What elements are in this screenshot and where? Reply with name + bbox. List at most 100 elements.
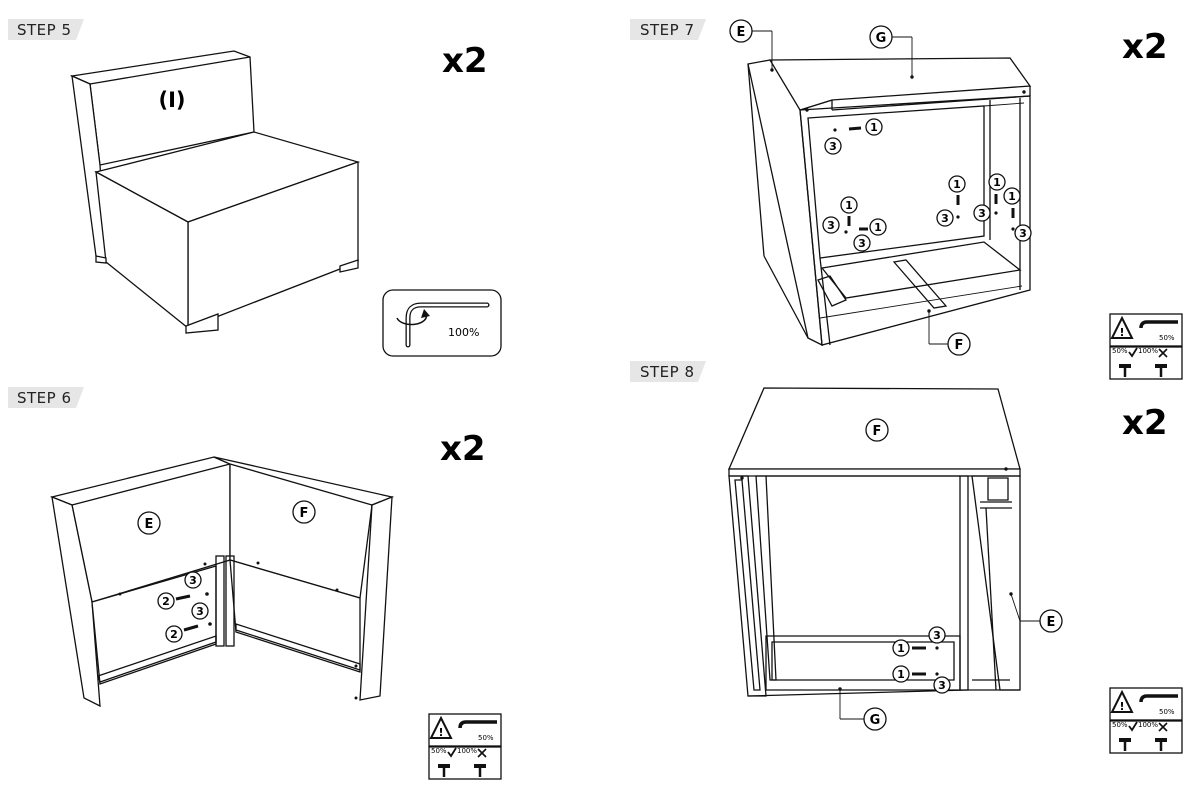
callout-1: 1 xyxy=(892,639,910,657)
callout-1: 1 xyxy=(1003,187,1021,205)
step-8-panel: STEP 8 x2 xyxy=(630,361,1183,754)
svg-text:50%: 50% xyxy=(431,747,447,755)
svg-text:1: 1 xyxy=(1008,190,1016,203)
callout-1: 1 xyxy=(988,173,1006,191)
step-5-label: STEP 5 xyxy=(17,21,72,39)
callout-3: 3 xyxy=(936,209,954,227)
svg-text:2: 2 xyxy=(170,628,178,641)
warning-icon xyxy=(1110,689,1134,713)
step-7-label: STEP 7 xyxy=(640,21,695,39)
svg-text:3: 3 xyxy=(827,219,835,232)
svg-text:3: 3 xyxy=(1019,227,1027,240)
bolt-icon xyxy=(1119,738,1167,751)
part-circle-g: G xyxy=(869,25,893,49)
bolt-icon xyxy=(1119,364,1167,377)
check-icon xyxy=(1128,347,1138,358)
svg-text:3: 3 xyxy=(941,212,949,225)
step-5-multiplier: x2 xyxy=(442,41,488,81)
callout-3: 3 xyxy=(928,626,946,644)
exclamation-icon: ! xyxy=(438,726,443,739)
svg-text:3: 3 xyxy=(189,574,197,587)
screw-icon xyxy=(175,592,212,632)
check-icon xyxy=(447,747,457,758)
svg-text:50%: 50% xyxy=(1112,721,1128,729)
part-f-label: F xyxy=(873,424,882,439)
callout-2: 2 xyxy=(165,625,183,643)
svg-text:1: 1 xyxy=(845,199,853,212)
allen-key-tool-box: 100% xyxy=(382,289,502,357)
part-e-label: E xyxy=(1047,615,1056,630)
step-7-panel: STEP 7 x2 xyxy=(630,19,1183,380)
callout-3: 3 xyxy=(973,204,991,222)
part-f-label: F xyxy=(955,338,964,353)
callout-3: 3 xyxy=(933,676,951,694)
svg-text:1: 1 xyxy=(953,178,961,191)
svg-text:3: 3 xyxy=(196,605,204,618)
warning-icon xyxy=(429,715,453,739)
svg-text:100%: 100% xyxy=(1138,721,1158,729)
part-circle-g: G xyxy=(863,707,887,731)
svg-text:1: 1 xyxy=(897,642,905,655)
cross-icon xyxy=(477,748,487,758)
exclamation-icon: ! xyxy=(1119,326,1124,339)
part-circle-e: E xyxy=(729,19,753,43)
callout-3: 3 xyxy=(1014,224,1032,242)
callout-3: 3 xyxy=(822,216,840,234)
step-label-tab xyxy=(630,361,706,382)
step-label-tab xyxy=(630,19,706,40)
svg-text:1: 1 xyxy=(874,221,882,234)
callout-2: 2 xyxy=(157,592,175,610)
part-circle-e: E xyxy=(1039,609,1063,633)
step-5-panel: STEP 5 x2 (I) xyxy=(8,19,502,357)
callout-1: 1 xyxy=(840,196,858,214)
step-6-panel: STEP 6 x2 E xyxy=(8,387,502,780)
wrench-icon xyxy=(458,720,497,729)
screw-callouts: 3 2 3 2 xyxy=(157,571,212,643)
step-7-multiplier: x2 xyxy=(1122,27,1168,67)
part-f-label: F xyxy=(300,506,309,521)
torque-warning-box: ! 50% 50% 100% xyxy=(1109,313,1183,380)
svg-text:100%: 100% xyxy=(1138,347,1158,355)
screw-icon xyxy=(833,126,1015,234)
bar-frame-back-view-drawing xyxy=(747,57,1032,347)
torque-warning-box: ! 50% 50% 100% xyxy=(1109,687,1183,754)
svg-text:3: 3 xyxy=(933,629,941,642)
svg-text:50%: 50% xyxy=(1159,708,1175,716)
step-8-label: STEP 8 xyxy=(640,363,695,381)
callout-1: 1 xyxy=(948,175,966,193)
svg-text:3: 3 xyxy=(829,140,837,153)
callout-3: 3 xyxy=(853,234,871,252)
cross-icon xyxy=(1158,348,1168,358)
part-circle-f: F xyxy=(292,500,316,524)
tool-percent-label: 100% xyxy=(448,326,479,339)
screw-icon xyxy=(912,646,939,676)
wrench-icon xyxy=(1139,694,1178,703)
part-e-label: E xyxy=(737,25,746,40)
allen-key-icon xyxy=(396,302,490,348)
svg-text:1: 1 xyxy=(870,121,878,134)
part-circle-e: E xyxy=(137,511,161,535)
svg-text:1: 1 xyxy=(993,176,1001,189)
step-8-multiplier: x2 xyxy=(1122,403,1168,443)
callout-3: 3 xyxy=(184,571,202,589)
part-g-label: G xyxy=(876,31,887,46)
wrench-icon xyxy=(1139,320,1178,329)
step-label-tab xyxy=(8,387,84,408)
cross-icon xyxy=(1158,722,1168,732)
svg-text:50%: 50% xyxy=(1159,334,1175,342)
part-circle-f: F xyxy=(947,332,971,356)
callout-1: 1 xyxy=(892,665,910,683)
step-6-label: STEP 6 xyxy=(17,389,72,407)
exclamation-icon: ! xyxy=(1119,700,1124,713)
svg-text:100%: 100% xyxy=(457,747,477,755)
step-6-multiplier: x2 xyxy=(440,429,486,469)
callout-3: 3 xyxy=(824,137,842,155)
callout-1: 1 xyxy=(865,118,883,136)
part-label-i: (I) xyxy=(158,88,185,112)
check-icon xyxy=(1128,721,1138,732)
torque-warning-box: ! 50% 50% 100% xyxy=(428,713,502,780)
corner-backrest-drawing xyxy=(49,456,395,708)
svg-text:50%: 50% xyxy=(1112,347,1128,355)
armless-chair-drawing xyxy=(69,50,361,334)
